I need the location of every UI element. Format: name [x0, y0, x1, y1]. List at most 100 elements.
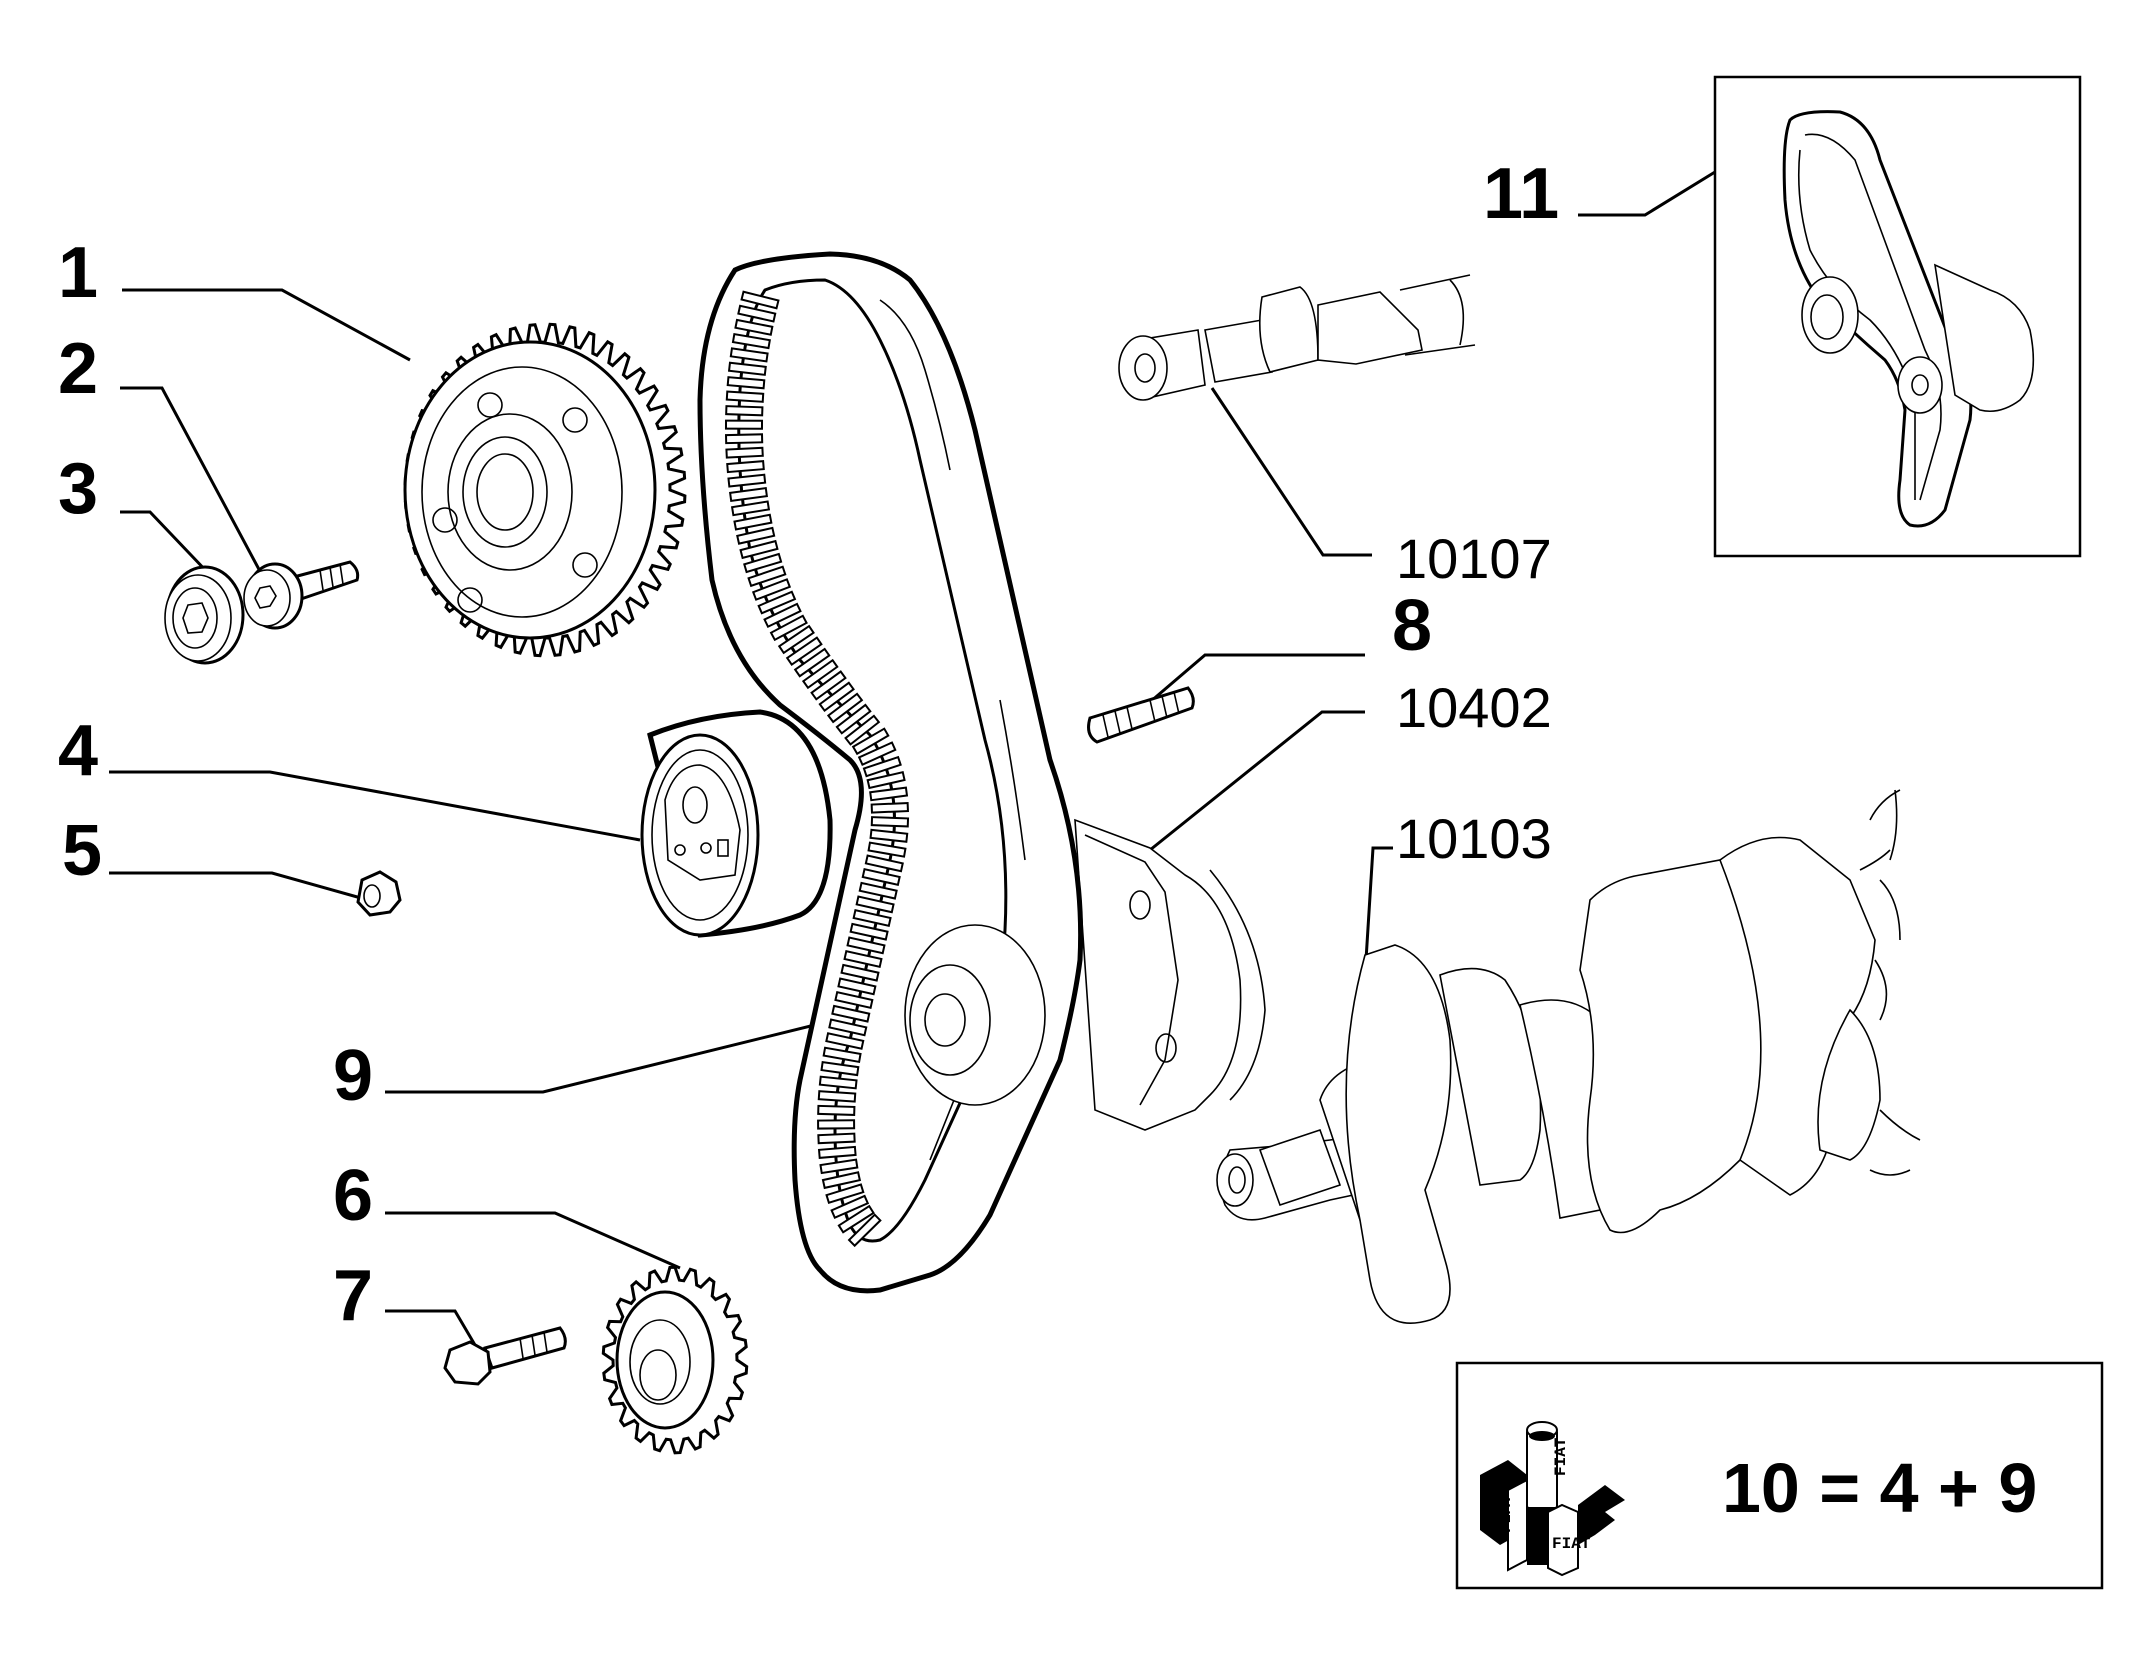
- timing-belt-teeth: [724, 290, 910, 1248]
- belt-tooth: [801, 658, 839, 690]
- belt-tooth: [747, 565, 787, 588]
- ref-10103: 10103: [1396, 807, 1552, 870]
- crank-hub-drawing: [904, 924, 1046, 1106]
- belt-tooth: [724, 419, 764, 430]
- crank-sprocket-drawing: [601, 1265, 749, 1455]
- belt-tooth: [855, 895, 895, 914]
- belt-tooth: [837, 977, 877, 996]
- belt-tooth: [851, 727, 890, 756]
- belt-tooth: [733, 513, 773, 531]
- belt-tooth: [840, 963, 880, 982]
- belt-tooth: [852, 909, 892, 927]
- belt-tooth: [740, 290, 780, 310]
- callout-5: 5: [62, 811, 102, 891]
- leader-10107: [1210, 387, 1372, 557]
- belt-tooth: [847, 1213, 882, 1248]
- nut-drawing: [356, 870, 402, 917]
- leader-10103: [1364, 846, 1393, 961]
- leader-6: [385, 1211, 681, 1270]
- sprocket-bolt-drawing: [443, 1326, 567, 1386]
- belt-tooth: [757, 590, 797, 615]
- leader-10402: [1149, 710, 1365, 852]
- belt-tooth: [830, 1194, 870, 1220]
- leader-1: [122, 288, 411, 362]
- belt-tooth: [826, 692, 864, 724]
- belt-tooth: [793, 647, 831, 678]
- belt-tooth: [861, 868, 901, 886]
- belt-tooth: [820, 1061, 860, 1077]
- belt-tooth: [857, 741, 897, 766]
- belt-tooth: [769, 614, 808, 642]
- belt-tooth: [724, 433, 764, 445]
- belt-tooth: [866, 771, 906, 790]
- leader-5: [109, 871, 369, 902]
- leader-11: [1578, 170, 1716, 217]
- belt-tooth: [751, 578, 792, 601]
- belt-tooth: [821, 1171, 862, 1190]
- belt-tooth: [862, 755, 902, 778]
- belt-tooth: [849, 922, 889, 941]
- belt-tooth: [810, 670, 847, 701]
- water-pump-drawing: [1074, 818, 1266, 1131]
- stud-drawing: [1087, 686, 1195, 744]
- leader-8: [1149, 653, 1365, 704]
- belt-tooth: [737, 304, 777, 323]
- belt-tooth: [785, 636, 823, 666]
- logo-text-2: FIAT: [1552, 1535, 1591, 1553]
- belt-tooth: [739, 539, 779, 560]
- belt-tooth: [726, 376, 766, 390]
- callout-8: 8: [1392, 586, 1432, 666]
- callout-4: 4: [58, 711, 98, 791]
- belt-tooth: [837, 1204, 875, 1234]
- belt-tooth: [869, 786, 909, 802]
- logo-text-3: FIAT: [1497, 1494, 1515, 1533]
- belt-tooth: [743, 552, 783, 574]
- fiat-parts-kit-icon: FIAT FIAT FIAT: [1480, 1421, 1625, 1577]
- belt-tooth: [870, 802, 909, 814]
- camshaft-gear-drawing: [403, 322, 687, 658]
- belt-tooth: [725, 446, 764, 459]
- belt-tooth: [731, 333, 771, 350]
- belt-tooth: [777, 624, 815, 655]
- belt-tooth: [763, 602, 802, 629]
- tensioner-pulley-drawing: [640, 709, 833, 938]
- belt-tooth: [729, 347, 769, 363]
- belt-tooth: [727, 473, 767, 488]
- belt-tooth: [858, 881, 898, 900]
- belt-tooth: [867, 841, 907, 858]
- kit-formula: 10 = 4 + 9: [1722, 1449, 2037, 1527]
- belt-tooth: [869, 828, 909, 843]
- belt-tooth: [835, 703, 872, 735]
- leader-lines: [109, 170, 1716, 1346]
- belt-tooth: [828, 1018, 868, 1037]
- belt-tooth: [844, 714, 881, 746]
- belt-tooth: [831, 1004, 871, 1023]
- leader-9: [385, 1018, 836, 1094]
- leader-2: [120, 386, 264, 576]
- belt-tooth: [725, 390, 765, 403]
- callout-labels: 1 2 3 4 5 6 7 8 9 11 10107 10402 10103: [58, 154, 1559, 1336]
- belt-tooth: [729, 487, 768, 502]
- belt-tooth: [730, 500, 771, 517]
- belt-tooth: [817, 1119, 856, 1130]
- callout-6: 6: [333, 1156, 373, 1236]
- crankshaft-drawing: [1216, 789, 1921, 1324]
- callout-3: 3: [58, 449, 98, 529]
- belt-tooth: [846, 936, 886, 955]
- belt-tooth: [822, 1046, 862, 1064]
- logo-text-1: FIAT: [1552, 1437, 1570, 1476]
- belt-tooth: [817, 1104, 856, 1116]
- belt-tooth: [870, 816, 910, 828]
- callout-2: 2: [58, 329, 98, 409]
- belt-tooth: [725, 405, 764, 417]
- belt-tooth: [825, 1183, 865, 1204]
- leader-7: [385, 1309, 477, 1346]
- leader-4: [109, 770, 641, 842]
- belt-tooth: [818, 1075, 858, 1090]
- belt-tooth: [727, 361, 767, 376]
- belt-tooth: [825, 1032, 865, 1050]
- camshaft-drawing: [1118, 274, 1476, 401]
- callout-1: 1: [58, 233, 98, 313]
- kit-formula-box: FIAT FIAT FIAT 10 = 4 + 9: [1455, 1361, 2104, 1590]
